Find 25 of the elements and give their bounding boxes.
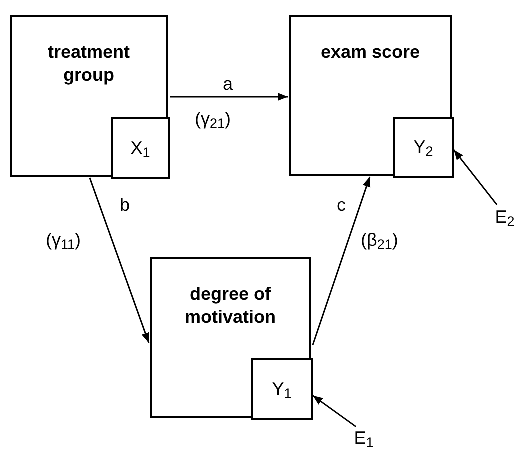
arrow xyxy=(170,92,288,101)
variable-label: Y$_{2}$ xyxy=(414,136,434,161)
coefficient-label: (β$_{21}$) xyxy=(361,231,398,249)
arrow xyxy=(453,150,498,206)
arrow xyxy=(89,178,150,344)
box-label: exam score xyxy=(320,41,420,64)
variable-label: E$_{2}$ xyxy=(495,206,515,230)
variable-label: E$_{1}$ xyxy=(354,426,374,452)
coefficient-label: (γ$_{21}$) xyxy=(195,110,232,128)
arrow xyxy=(312,395,357,428)
coefficient-label: (γ$_{11}$) xyxy=(46,231,82,249)
edge-label: a xyxy=(223,75,234,93)
variable-box xyxy=(251,358,313,420)
construct-box xyxy=(289,15,452,176)
construct-box xyxy=(10,15,168,177)
construct-box xyxy=(150,257,311,418)
box-label: degree of motivation xyxy=(184,283,277,329)
variable-box xyxy=(393,117,454,178)
box-label: treatment group xyxy=(46,41,132,87)
arrow xyxy=(312,176,371,346)
variable-box xyxy=(111,117,170,179)
edge-label: b xyxy=(120,196,130,214)
variable-label: X$_{1}$ xyxy=(130,136,150,162)
edge-label: c xyxy=(337,196,346,214)
variable-label: Y$_{1}$ xyxy=(272,378,292,402)
